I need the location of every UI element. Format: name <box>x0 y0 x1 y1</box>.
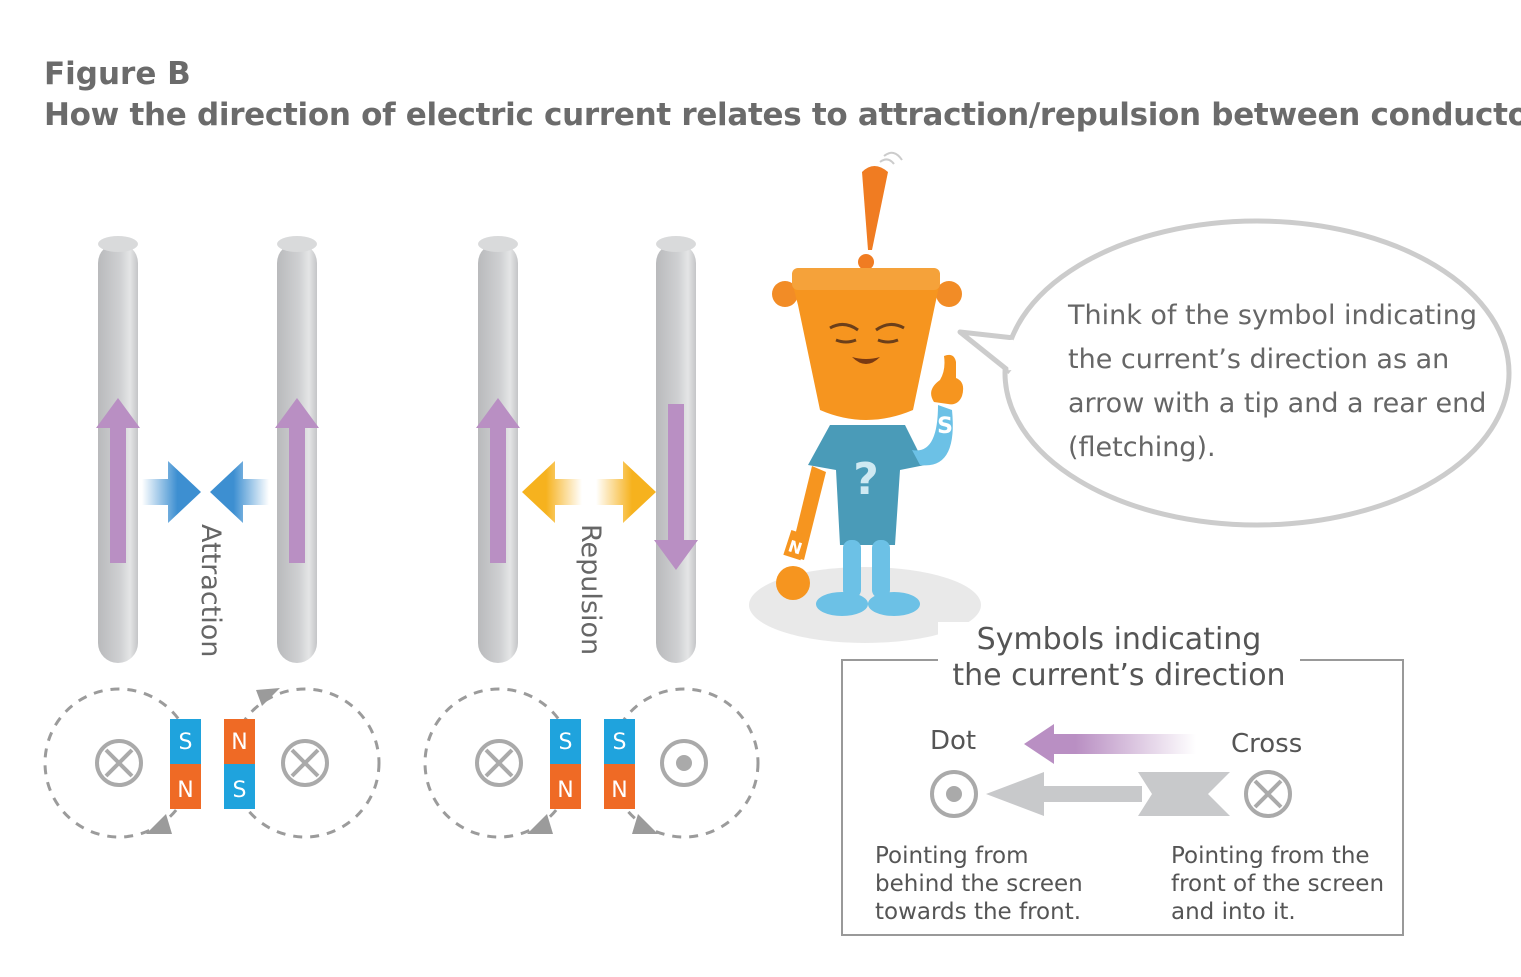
field-circle <box>229 687 381 839</box>
dot-symbol-icon <box>930 770 978 818</box>
magnet: N S <box>224 719 255 809</box>
svg-text:S: S <box>179 730 193 755</box>
speech-text: Think of the symbol indicating the curre… <box>1068 294 1488 470</box>
svg-text:N: N <box>611 778 627 803</box>
svg-text:N: N <box>557 778 573 803</box>
current-arrows <box>96 398 698 570</box>
svg-text:S: S <box>613 730 627 755</box>
svg-text:N: N <box>177 778 193 803</box>
repulsion-arrow-right <box>596 461 656 523</box>
speech-line: Think of the symbol indicating <box>1068 300 1478 331</box>
speech-line: the current’s direction as an <box>1068 344 1450 375</box>
current-arrow-up <box>476 398 520 563</box>
direction-arrow-icon <box>1024 724 1196 764</box>
field-circles <box>43 687 760 839</box>
figure-label: Figure B <box>44 56 191 92</box>
dot-symbol-icon <box>660 739 708 787</box>
fletched-arrow-icon <box>986 772 1230 816</box>
svg-text:N: N <box>786 536 805 558</box>
field-arrowhead <box>632 814 658 834</box>
legend-title: Symbols indicating the current’s directi… <box>938 622 1300 694</box>
cross-label: Cross <box>1231 729 1303 759</box>
speech-bubble <box>957 218 1512 528</box>
repulsion-arrows <box>522 461 656 523</box>
dot-description: Pointing from behind the screen towards … <box>875 843 1083 925</box>
attraction-arrows <box>142 461 269 523</box>
svg-text:S: S <box>937 414 953 439</box>
repulsion-arrow-left <box>522 461 582 523</box>
current-arrow-up <box>96 398 140 563</box>
legend-box <box>841 659 1404 936</box>
magnet: S N <box>604 719 635 809</box>
repulsion-label: Repulsion <box>575 524 606 656</box>
attraction-arrow-left <box>210 461 269 523</box>
svg-text:S: S <box>559 730 573 755</box>
dot-label: Dot <box>930 726 977 756</box>
mascot-character: ? N S <box>749 151 981 643</box>
field-arrowhead <box>256 688 280 706</box>
magnet: S N <box>550 719 581 809</box>
cross-symbol-icon <box>95 739 143 787</box>
speech-line: (fletching). <box>1068 432 1216 463</box>
cross-symbol-icon <box>475 739 523 787</box>
field-arrowhead <box>527 814 553 834</box>
svg-text:S: S <box>233 778 247 803</box>
field-direction-arrowheads <box>146 688 658 834</box>
cross-description: Pointing from the front of the screen an… <box>1171 843 1385 925</box>
cross-symbol-icon <box>1244 770 1292 818</box>
magnet: S N <box>170 719 201 809</box>
conductor-rods <box>98 236 696 663</box>
attraction-label: Attraction <box>195 524 226 658</box>
current-arrow-up <box>275 398 319 563</box>
current-arrow-down <box>654 404 698 570</box>
cross-symbol-icon <box>281 739 329 787</box>
shirt-question-icon: ? <box>853 454 879 505</box>
attraction-arrow-right <box>142 461 201 523</box>
speech-line: arrow with a tip and a rear end <box>1068 388 1487 419</box>
svg-text:N: N <box>231 730 247 755</box>
exclamation-icon <box>862 166 888 250</box>
field-arrowhead <box>146 814 172 834</box>
figure-title: How the direction of electric current re… <box>44 97 1521 133</box>
field-circle <box>608 687 760 839</box>
